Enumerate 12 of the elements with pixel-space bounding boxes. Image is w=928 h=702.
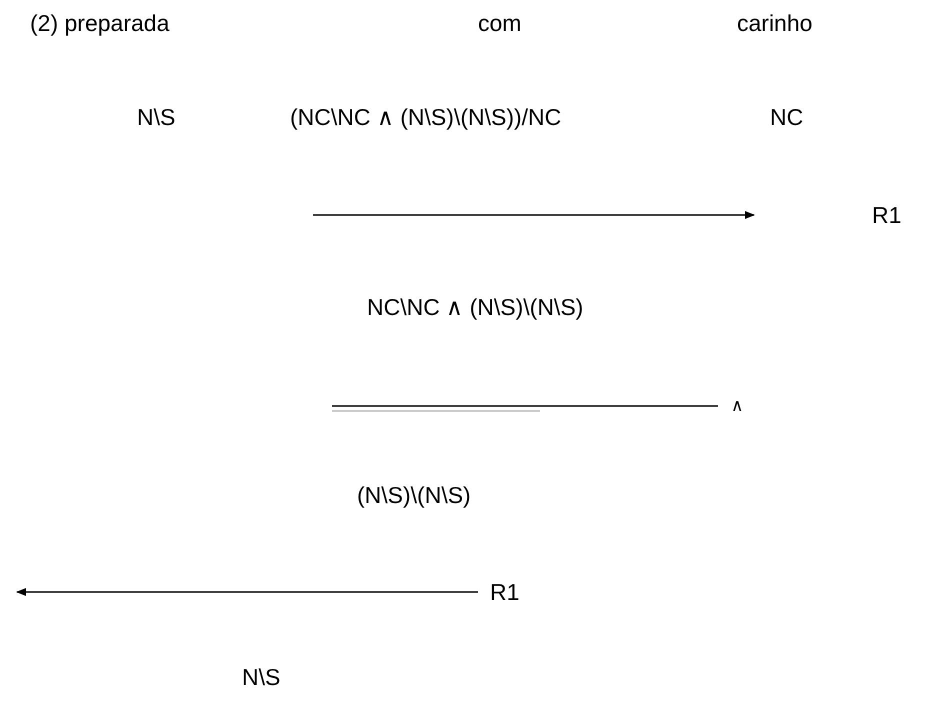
- rule-label: R1: [490, 579, 520, 605]
- rule-label: R1: [872, 202, 902, 228]
- word: carinho: [737, 10, 812, 36]
- category-formula: N\S: [137, 104, 176, 130]
- category-formula: (N\S)\(N\S): [357, 482, 471, 508]
- category-formula: (NC\NC ∧ (N\S)\(N\S))/NC: [290, 104, 562, 130]
- category-formula: NC: [770, 104, 804, 130]
- example-words: (2) preparada: [30, 10, 170, 36]
- category-formula: N\S: [242, 664, 280, 690]
- category-formula: NC\NC ∧ (N\S)\(N\S): [367, 294, 584, 320]
- word: com: [478, 10, 522, 36]
- rule-label: ∧: [731, 395, 743, 417]
